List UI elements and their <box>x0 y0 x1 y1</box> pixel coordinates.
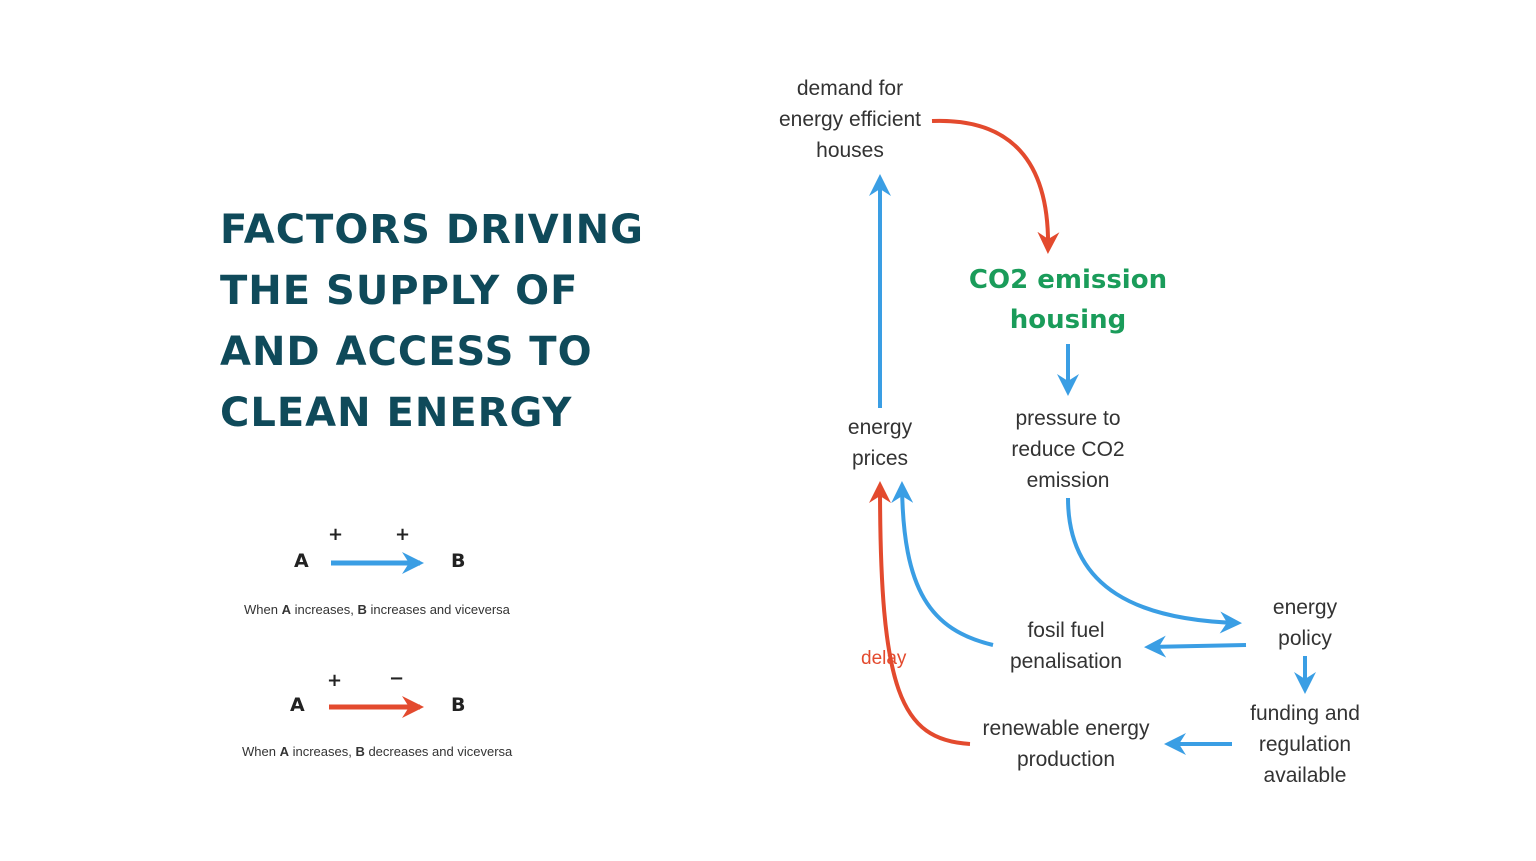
legend-negative-caption-post: decreases and viceversa <box>364 744 513 759</box>
arrow-pressure-to-policy <box>1066 497 1242 634</box>
title-line-4: CLEAN ENERGY <box>220 390 573 436</box>
legend-positive-caption: When A increases, B increases and viceve… <box>244 602 510 617</box>
node-fosil-line-2: penalisation <box>1009 650 1123 673</box>
node-renewable-line-1: renewable energy <box>982 717 1150 740</box>
legend-negative-caption-a: A <box>279 744 289 759</box>
legend-positive-sign-to: + <box>395 524 411 545</box>
legend-positive-sign-from: + <box>328 524 344 545</box>
node-demand-line-2: energy efficient <box>778 108 922 131</box>
node-funding: funding and regulation available <box>1230 698 1380 791</box>
node-demand-line-3: houses <box>816 139 884 162</box>
legend-negative-to: B <box>451 694 466 716</box>
arrow-demand-to-co2 <box>931 118 1060 254</box>
legend-negative-caption: When A increases, B decreases and viceve… <box>242 744 512 759</box>
node-policy-line-2: policy <box>1278 627 1332 650</box>
delay-label: delay <box>861 648 907 669</box>
legend-positive-caption-post: increases and viceversa <box>366 602 510 617</box>
legend-negative-from: A <box>290 694 305 716</box>
node-pressure: pressure to reduce CO2 emission <box>990 403 1146 496</box>
node-pressure-line-1: pressure to <box>1015 407 1121 430</box>
node-funding-line-1: funding and <box>1250 702 1360 725</box>
node-co2-line-1: CO2 emission <box>968 265 1168 295</box>
legend-positive-caption-pre: When <box>244 602 282 617</box>
node-co2-line-2: housing <box>1009 305 1127 335</box>
title-line-3: AND ACCESS TO <box>220 329 593 375</box>
legend-negative-caption-pre: When <box>242 744 280 759</box>
legend-negative-caption-b: B <box>355 744 365 759</box>
node-renewable-energy-production: renewable energy production <box>966 713 1166 775</box>
node-pressure-line-2: reduce CO2 <box>1011 438 1125 461</box>
legend-negative-sign-from: + <box>327 670 343 691</box>
node-co2-emission-housing: CO2 emission housing <box>958 260 1178 340</box>
node-energy-policy: energy policy <box>1245 592 1365 654</box>
node-fosil-line-1: fosil fuel <box>1027 619 1105 642</box>
node-prices-line-1: energy <box>847 416 913 439</box>
node-demand: demand for energy efficient houses <box>760 73 940 166</box>
legend-positive-from: A <box>294 550 309 572</box>
node-renewable-line-2: production <box>1016 748 1116 771</box>
node-energy-prices: energy prices <box>820 412 940 474</box>
node-demand-line-1: demand for <box>796 77 904 100</box>
arrow-renewable-to-prices <box>869 481 971 746</box>
legend-positive-caption-a: A <box>281 602 291 617</box>
node-funding-line-3: available <box>1263 764 1347 787</box>
legend-positive-to: B <box>451 550 466 572</box>
legend-negative-caption-mid: increases, <box>288 744 356 759</box>
legend-positive-caption-b: B <box>357 602 367 617</box>
legend-positive-caption-mid: increases, <box>290 602 358 617</box>
node-funding-line-2: regulation <box>1258 733 1352 756</box>
node-pressure-line-3: emission <box>1026 469 1110 492</box>
arrow-fosil-to-prices <box>891 481 994 647</box>
node-fosil-fuel-penalisation: fosil fuel penalisation <box>992 615 1140 677</box>
arrow-policy-to-fosil <box>1144 635 1247 658</box>
legend-negative-sign-to: − <box>389 668 405 689</box>
title-line-1: FACTORS DRIVING <box>220 207 644 253</box>
page-title: FACTORS DRIVING THE SUPPLY OF AND ACCESS… <box>220 200 650 444</box>
title-line-2: THE SUPPLY OF <box>220 268 579 314</box>
node-policy-line-1: energy <box>1272 596 1338 619</box>
node-prices-line-2: prices <box>851 447 909 470</box>
